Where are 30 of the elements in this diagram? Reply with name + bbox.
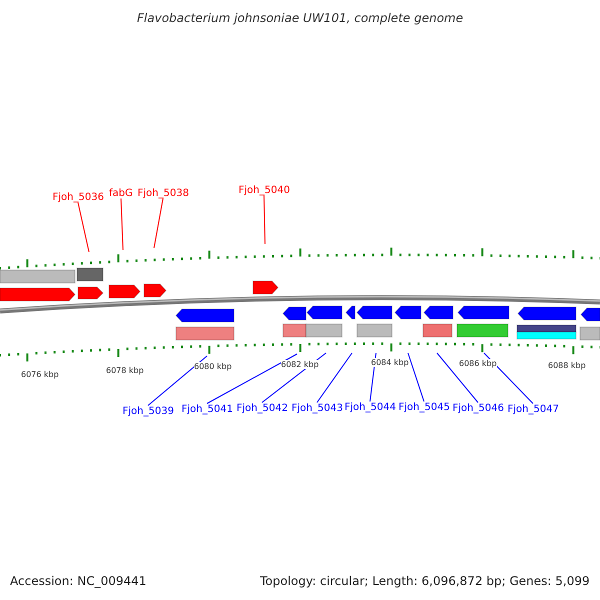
gene-label: Fjoh_5036 (52, 192, 104, 202)
leader-line (436, 352, 478, 403)
leader-line (154, 198, 164, 248)
gene-label: Fjoh_5047 (508, 404, 559, 414)
gene-label: Fjoh_5045 (398, 402, 450, 412)
genome-info-text: Topology: circular; Length: 6,096,872 bp; Genes: 5,099 (260, 574, 590, 588)
title: Flavobacterium johnsoniae UW101, complete genome (137, 11, 464, 25)
axis-label: 6076 kbp (21, 370, 59, 378)
gene-label: Fjoh_5042 (236, 402, 288, 414)
gene-label: Fjoh_5040 (238, 184, 290, 196)
axis-label: 6086 kbp (459, 358, 497, 368)
leader-line (316, 352, 352, 403)
gene-label: Fjoh_5039 (122, 406, 174, 416)
gene-label: Fjoh_5043 (292, 402, 343, 414)
gene-label: fabG (109, 188, 133, 198)
axis-label: 6082 kbp (281, 360, 319, 368)
gene-label: Fjoh_5038 (138, 188, 189, 198)
leader-line (78, 202, 90, 252)
leader-line (148, 356, 208, 406)
leader-line (120, 198, 124, 250)
axis-label: 6084 kbp (371, 358, 409, 366)
axis-label: 6080 kbp (194, 362, 232, 370)
leader-line (408, 352, 424, 402)
leader-line (264, 195, 266, 244)
gene-label: Fjoh_5044 (344, 402, 396, 412)
gene-label: Fjoh_5046 (452, 402, 504, 414)
leader-line (206, 354, 298, 404)
leader-line (484, 352, 534, 404)
accession-text: Accession: NC_009441 (10, 574, 146, 588)
gene-label: Fjoh_5041 (182, 404, 233, 414)
